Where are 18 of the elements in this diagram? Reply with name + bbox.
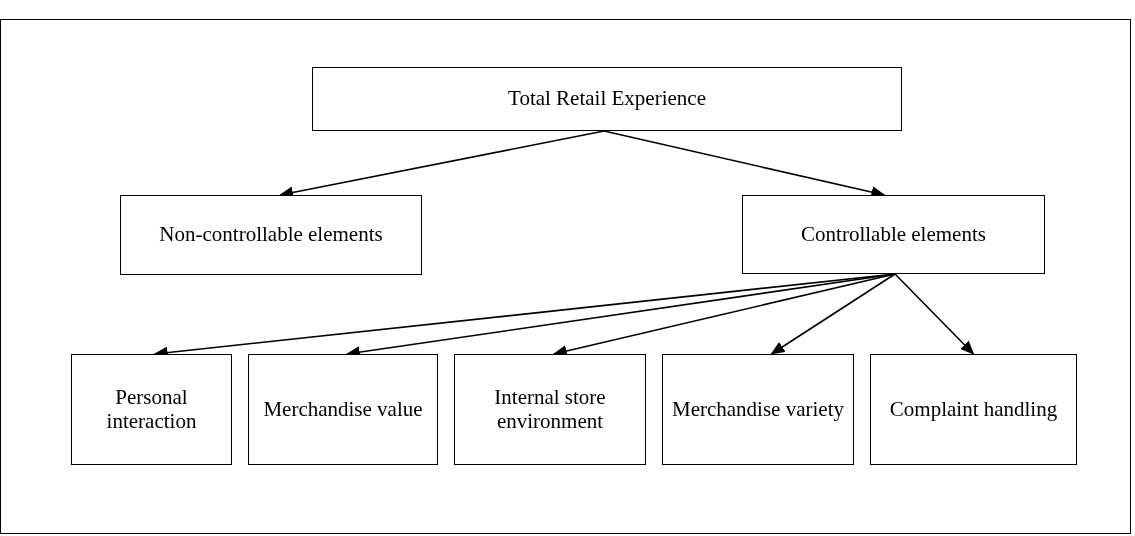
box-label: Internal store environment bbox=[493, 386, 607, 433]
process-box bbox=[120, 195, 422, 275]
process-box bbox=[454, 354, 646, 465]
box-label: Controllable elements bbox=[801, 222, 986, 247]
box-label: Merchandise value bbox=[263, 397, 423, 422]
arrow bbox=[894, 273, 975, 355]
arrow bbox=[770, 273, 896, 355]
process-box bbox=[71, 354, 232, 465]
box-label: Total Retail Experience bbox=[508, 87, 706, 111]
process-box bbox=[662, 354, 854, 465]
process-box bbox=[742, 195, 1045, 274]
box-label: Non-controllable elements bbox=[159, 223, 383, 247]
box-label: Merchandise variety bbox=[672, 397, 844, 422]
process-box bbox=[870, 354, 1077, 465]
box-label: Complaint handling bbox=[889, 397, 1058, 422]
process-box bbox=[312, 67, 902, 131]
box-label: Personal interaction bbox=[105, 386, 198, 433]
process-box bbox=[248, 354, 438, 465]
